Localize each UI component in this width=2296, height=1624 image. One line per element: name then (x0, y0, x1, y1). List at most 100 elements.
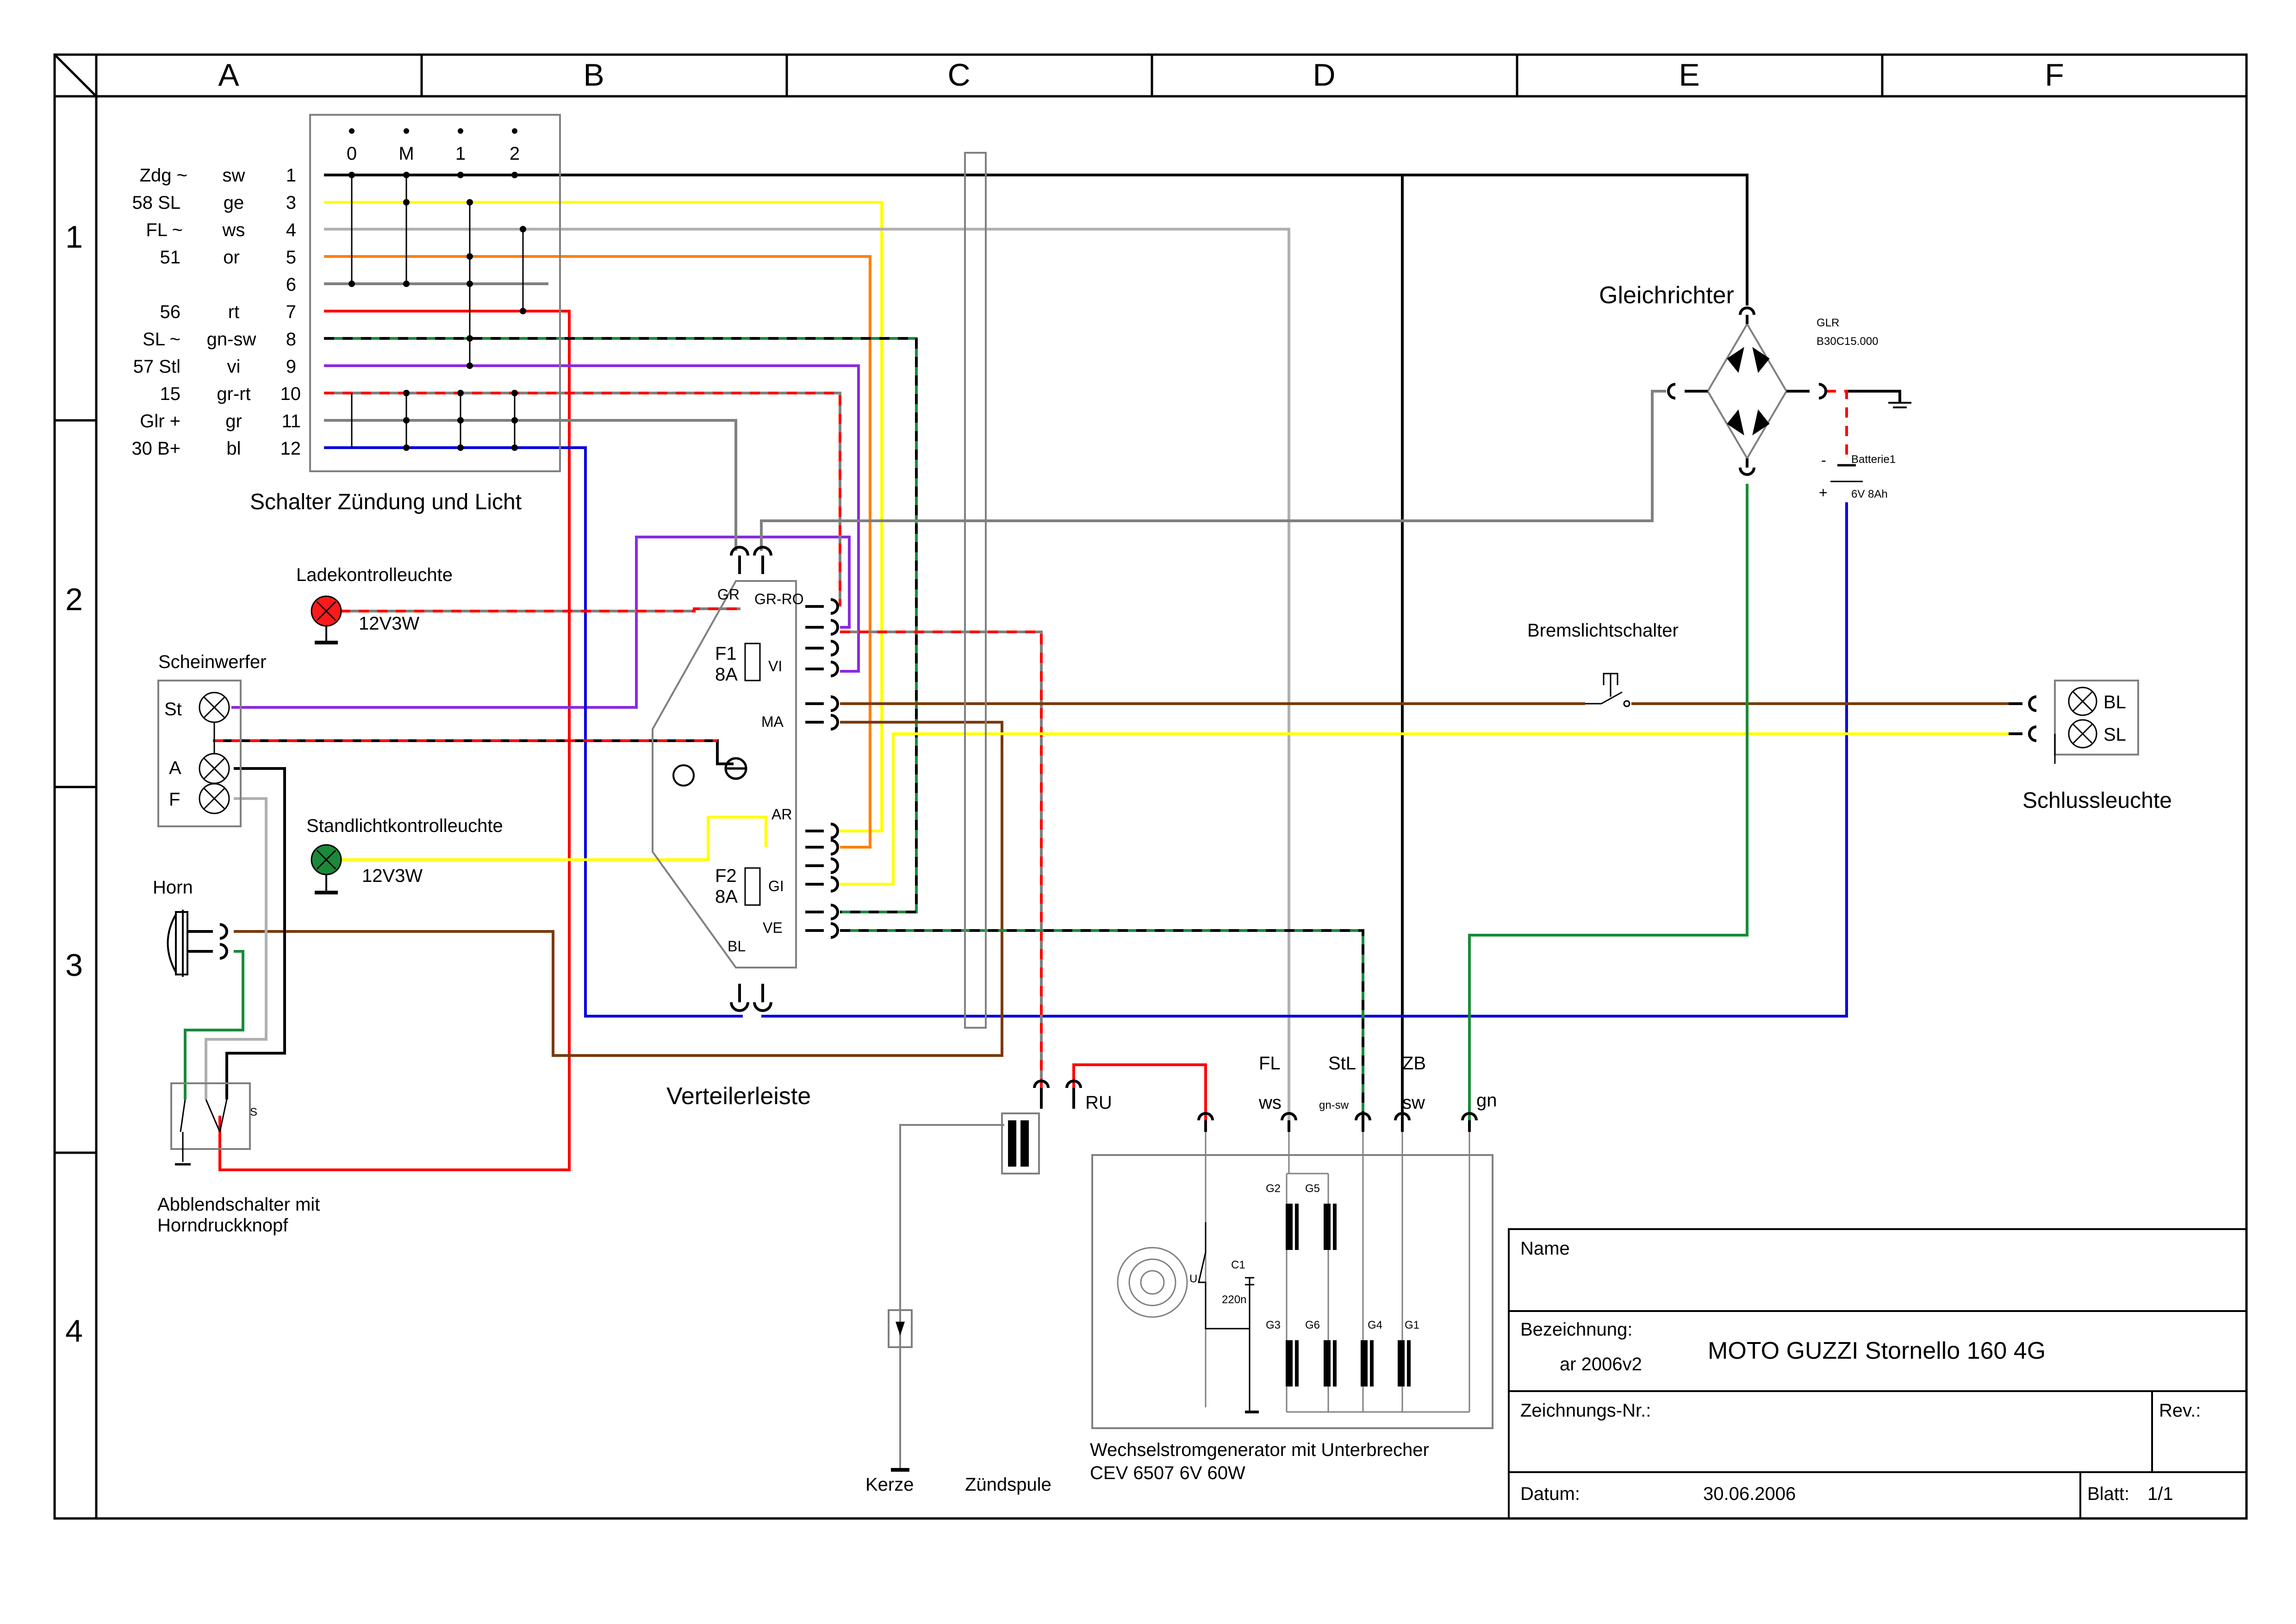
ru-label: RU (1085, 1093, 1112, 1113)
schluss-label: Schlussleuchte (2022, 788, 2172, 813)
col-label: F (2045, 57, 2064, 93)
dimmer-label-2: Horndruckknopf (157, 1215, 288, 1236)
label-f2-rating: 8A (715, 887, 738, 907)
switch-row-name: 15 (160, 384, 181, 404)
gen-c1-val: 220n (1222, 1293, 1246, 1306)
switch-row-code: vi (227, 356, 241, 377)
gen-stl: StL (1328, 1053, 1356, 1074)
switch-row-name: 30 B+ (131, 438, 180, 459)
switch-row-name: FL ~ (146, 220, 183, 240)
horn-label: Horn (153, 877, 193, 898)
switch-row-code: gr-rt (217, 384, 250, 404)
bulb-icon (199, 692, 230, 814)
wire-white-f (205, 797, 268, 1099)
row-label: 4 (65, 1313, 83, 1349)
wire-yellow-standlicht (340, 816, 767, 861)
switch-row-name: 51 (160, 247, 181, 268)
bulb-icon (2054, 687, 2097, 764)
tail-light: BL SL Schlussleuchte (2009, 680, 2172, 813)
charge-warning-lamp: Ladekontrolleuchte 12V3W (296, 565, 453, 644)
switch-row-code: ge (224, 193, 244, 213)
switch-row-labels: Zdg ~ 58 SL FL ~ 51 56 SL ~ 57 Stl 15 Gl… (131, 165, 301, 459)
battery-plus: + (1819, 484, 1828, 501)
rectifier: Gleichrichter GLR B30C15.000 (1599, 282, 1911, 476)
wire-blue-battery (761, 502, 1848, 1018)
switch-row-code: bl (226, 438, 241, 459)
switch-row-num: 8 (286, 329, 296, 350)
row-label: 3 (65, 948, 83, 983)
wire-violet-scheinwerfer (231, 536, 851, 709)
scheinwerfer-label: Scheinwerfer (158, 652, 266, 672)
standlicht-rating: 12V3W (362, 866, 423, 886)
parking-light-lamp: Standlichtkontrolleuchte 12V3W (306, 816, 503, 894)
wire-brown-horn (234, 721, 1003, 1057)
coil-icon (1286, 1204, 1411, 1387)
rectifier-part: B30C15.000 (1817, 335, 1878, 348)
label-vi: VI (768, 658, 782, 675)
position-label: 0 (347, 144, 357, 164)
position-label: M (398, 144, 414, 164)
wire-grey-11 (324, 419, 737, 551)
gen-g1: G1 (1405, 1319, 1419, 1331)
col-label: B (583, 57, 604, 93)
switch-row-num: 10 (280, 384, 301, 404)
dimmer-s: S (250, 1106, 257, 1118)
switch-junctions (348, 172, 526, 451)
brems-label: Bremslichtschalter (1527, 620, 1679, 641)
headlight-f: F (169, 789, 180, 810)
verteiler-title: Verteilerleiste (666, 1083, 811, 1110)
switch-row-num: 11 (281, 411, 301, 431)
battery: - + Batterie1 6V 8Ah (1819, 452, 1896, 501)
label-f2: F2 (715, 866, 737, 886)
wire-yellow-schluss (840, 732, 2022, 886)
switch-row-name: 58 SL (132, 193, 180, 213)
wire-violet-9 (324, 364, 860, 673)
horn-icon (167, 910, 184, 977)
dimmer-switch: S Abblendschalter mit Horndruckknopf (157, 1082, 320, 1236)
wire-red-7 (218, 310, 571, 1171)
gleichrichter-label: Gleichrichter (1599, 282, 1734, 309)
label-ve: VE (763, 919, 783, 936)
gen-fl: FL (1259, 1053, 1281, 1074)
tb-bez-label: Bezeichnung: (1520, 1319, 1632, 1340)
wire-grro-zuend-dash (840, 631, 1043, 1088)
row-label: 1 (65, 219, 83, 255)
ignition-coil: RU Kerze Zündspule (865, 1080, 1112, 1495)
wire-black-a (225, 767, 286, 1099)
switch-row-code: gr (225, 411, 242, 431)
switch-row-code: or (223, 247, 240, 268)
tail-bl: BL (2103, 692, 2126, 712)
wire-kerze (899, 1124, 1004, 1470)
wire-green-gen-dash (840, 929, 1364, 1120)
gen-zb: ZB (1402, 1053, 1426, 1074)
gen-label-2: CEV 6507 6V 60W (1090, 1463, 1245, 1483)
wire-black-red-a (213, 739, 734, 765)
wire-red-battery (1826, 390, 1848, 456)
col-label: A (218, 57, 239, 93)
tail-sl: SL (2103, 725, 2126, 745)
switch-row-name: 57 Stl (133, 356, 180, 377)
title-block: Name Bezeichnung: ar 2006v2 MOTO GUZZI S… (1508, 1228, 2247, 1519)
kerze-label: Kerze (865, 1474, 914, 1495)
col-label: D (1313, 57, 1335, 93)
ladekontrolle-label: Ladekontrolleuchte (296, 565, 453, 585)
gen-u: U (1189, 1273, 1197, 1285)
position-label: 2 (510, 144, 520, 164)
switch-row-num: 7 (286, 302, 296, 322)
standlicht-label: Standlichtkontrolleuchte (306, 816, 503, 836)
battery-rating: 6V 8Ah (1851, 488, 1888, 500)
label-gi: GI (768, 878, 784, 894)
headlight-st: St (164, 699, 182, 719)
gen-sw: sw (1402, 1093, 1425, 1113)
wire-ladekontrolle-dash (340, 607, 740, 612)
wire-red-ru (1072, 1063, 1207, 1120)
column-labels: A B C D E F (218, 57, 2064, 93)
switch-row-name: Glr + (140, 411, 180, 431)
gen-g3: G3 (1266, 1319, 1281, 1331)
switch-row-num: 3 (286, 193, 296, 213)
row-label: 2 (65, 582, 83, 617)
tb-bez-sub: ar 2006v2 (1560, 1354, 1642, 1374)
label-f1: F1 (715, 643, 737, 664)
horn: Horn (153, 877, 228, 977)
